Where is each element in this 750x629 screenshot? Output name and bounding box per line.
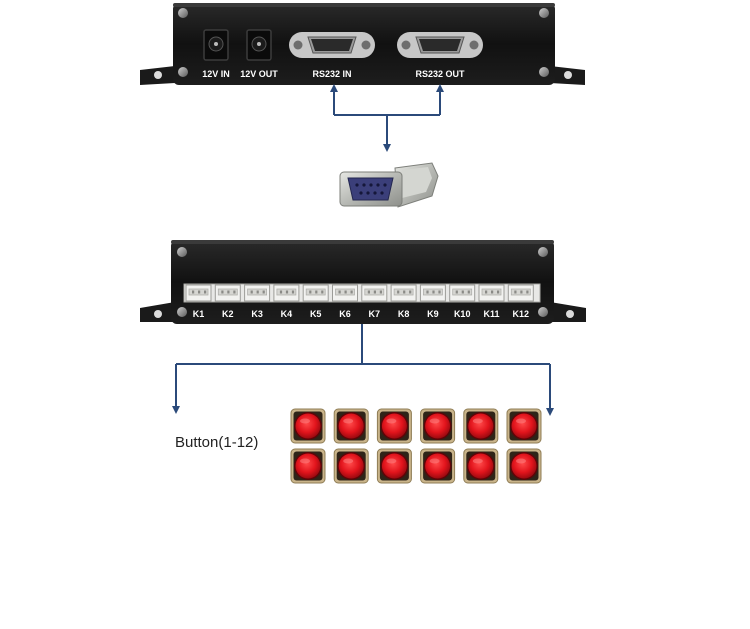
push-button-9 (376, 448, 412, 484)
screw-icon (177, 247, 187, 257)
db9-adapter-icon (339, 162, 439, 208)
top-device: 12V IN 12V OUT RS232 IN RS232 OUT (140, 3, 585, 85)
terminal-block-k2 (214, 284, 241, 302)
terminal-block-k12 (507, 284, 534, 302)
terminal-label-k10: K10 (454, 309, 471, 319)
terminal-block-k9 (419, 284, 446, 302)
terminal-block-k5 (302, 284, 329, 302)
terminal-label-k12: K12 (513, 309, 530, 319)
rs232-link-arrows (330, 84, 444, 152)
port-label-12v-out: 12V OUT (240, 69, 278, 79)
terminal-block-k6 (332, 284, 358, 302)
screw-icon (177, 307, 187, 317)
terminal-label-k6: K6 (339, 309, 351, 319)
port-label-rs232-in: RS232 IN (312, 69, 351, 79)
port-rs232-out (397, 32, 483, 58)
push-button-7 (290, 448, 326, 484)
push-button-12 (506, 448, 542, 484)
push-button-10 (420, 448, 456, 484)
push-button-5 (463, 408, 499, 444)
terminal-label-k7: K7 (369, 309, 381, 319)
push-button-grid (290, 408, 542, 484)
push-button-1 (290, 408, 326, 444)
terminal-label-k3: K3 (251, 309, 263, 319)
terminal-label-k5: K5 (310, 309, 322, 319)
terminal-block-k7 (361, 284, 388, 302)
terminal-strip (185, 284, 534, 302)
button-link-arrows (172, 324, 554, 416)
terminal-block-k8 (390, 284, 417, 302)
terminal-block-k11 (478, 284, 505, 302)
terminal-label-k11: K11 (483, 309, 499, 319)
push-button-3 (376, 408, 412, 444)
terminal-block-k3 (244, 284, 271, 302)
port-label-12v-in: 12V IN (202, 69, 230, 79)
terminal-block-k1 (185, 284, 212, 302)
screw-icon (178, 8, 188, 18)
push-button-6 (506, 408, 542, 444)
terminal-label-k4: K4 (281, 309, 293, 319)
port-12v-out (246, 29, 272, 61)
terminal-label-k9: K9 (427, 309, 439, 319)
terminal-label-k8: K8 (398, 309, 410, 319)
terminal-labels: K1 K2 K3 K4 K5 K6 K7 K8 K9 K10 K11 K12 (193, 309, 529, 319)
bottom-device: K1 K2 K3 K4 K5 K6 K7 K8 K9 K10 K11 K12 (140, 240, 586, 324)
buttons-caption: Button(1-12) (175, 434, 259, 451)
push-button-8 (333, 448, 369, 484)
bottom-device-body (171, 240, 554, 324)
terminal-label-k2: K2 (222, 309, 234, 319)
screw-icon (539, 8, 549, 18)
terminal-block-k4 (273, 284, 300, 302)
push-button-2 (333, 408, 369, 444)
terminal-label-k1: K1 (193, 309, 205, 319)
screw-icon (538, 247, 548, 257)
port-rs232-in (289, 32, 375, 58)
screw-icon (538, 307, 548, 317)
screw-icon (178, 67, 188, 77)
port-label-rs232-out: RS232 OUT (415, 69, 465, 79)
terminal-block-k10 (449, 284, 476, 302)
screw-icon (539, 67, 549, 77)
port-12v-in (203, 29, 229, 61)
push-button-11 (463, 448, 499, 484)
push-button-4 (420, 408, 456, 444)
